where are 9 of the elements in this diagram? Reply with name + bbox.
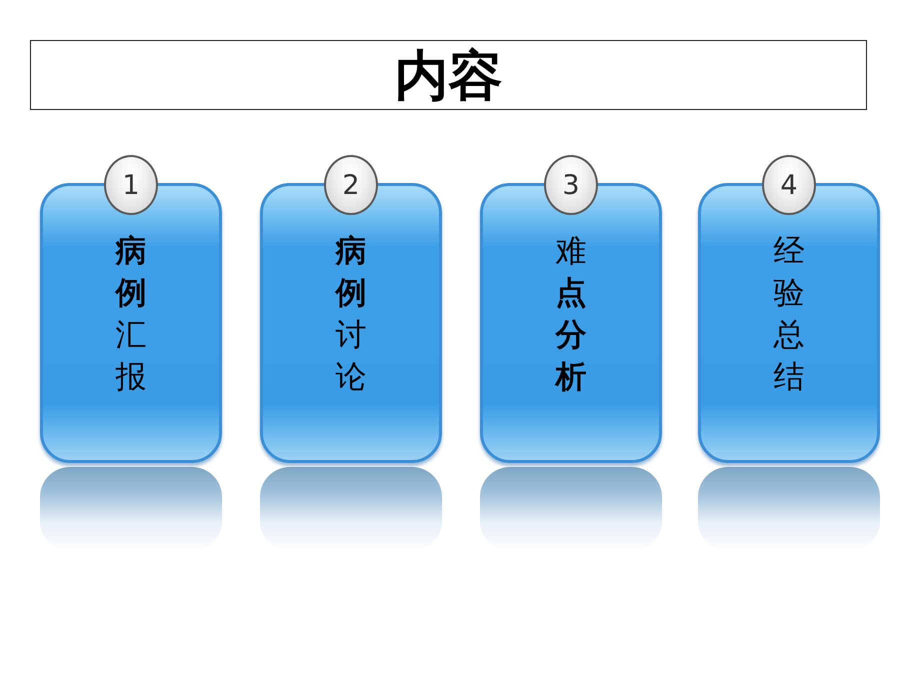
step-number: 2 xyxy=(341,171,361,201)
card-label: 难点分析 xyxy=(554,232,588,397)
card-label: 病例讨论 xyxy=(334,232,368,397)
step-number: 3 xyxy=(561,171,581,201)
step-number: 4 xyxy=(779,171,799,201)
card-label: 病例汇报 xyxy=(114,232,148,397)
step-number: 1 xyxy=(121,171,141,201)
slide-title: 内容 xyxy=(394,47,504,105)
card-label: 经验总结 xyxy=(772,232,806,397)
